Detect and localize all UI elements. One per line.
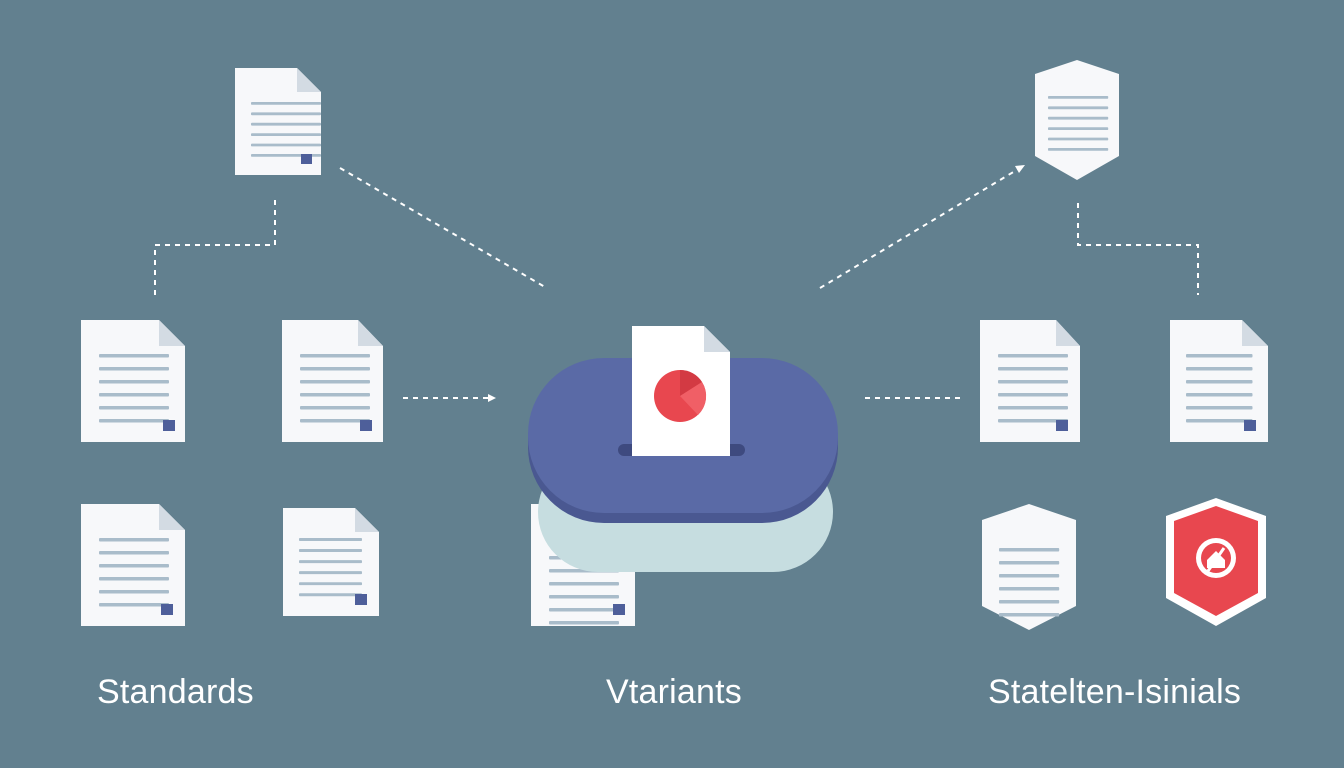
document-icon [282,320,383,442]
shield-alert-icon [1166,498,1266,626]
document-icon [235,68,321,175]
label-variants: Vtariants [606,673,742,711]
document-icon [283,508,379,616]
document-icon [632,326,730,456]
connector-top-left-diagonal [339,167,546,288]
connectors [154,167,1199,399]
connector-left-branch [154,200,276,295]
document-icon [81,504,185,626]
label-states: Statelten-Isinials [988,673,1242,711]
document-icon [81,320,185,442]
shield-icon [982,504,1076,630]
pie-chart-icon [654,369,707,422]
document-icon [1170,320,1268,442]
connector-right-branch [1077,203,1199,295]
shield-icon [1035,60,1119,180]
document-icon [980,320,1080,442]
label-standards: Standards [97,673,254,711]
arrowhead-top-right [1015,165,1025,173]
connector-top-right-diagonal [819,167,1021,289]
arrowhead-left [488,394,496,402]
